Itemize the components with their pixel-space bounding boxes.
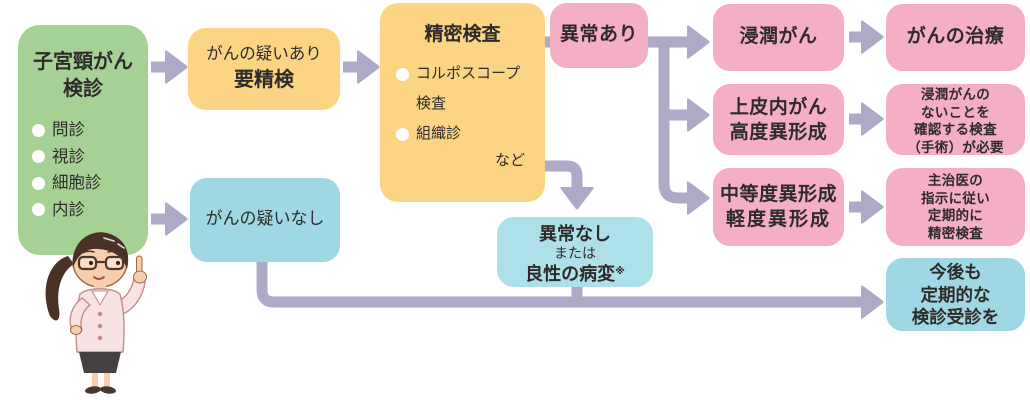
eye	[88, 260, 94, 266]
eyebrows	[81, 250, 121, 254]
box-abnormal: 異常あり	[550, 3, 648, 68]
box-regular-checkup: 今後も 定期的な 検診受診を	[886, 258, 1025, 331]
cin-mid-line2: 軽度異形成	[725, 209, 831, 230]
leg	[92, 373, 98, 388]
followup-exam-line: 定期的に	[927, 208, 984, 223]
detailed-exam-etc-label: など	[494, 152, 525, 169]
followup-exam-line: 精密検査	[927, 225, 984, 241]
box-surgery-check: 浸潤がんの ないことを 確認する検査 （手術）が必要	[886, 84, 1025, 155]
shoe	[100, 386, 116, 394]
arrow-detailed-exam-to-no-abnormality	[545, 160, 577, 188]
surgery-check-line: （手術）が必要	[907, 139, 1004, 155]
suspicion-yes-line2: 要精検	[234, 69, 294, 91]
hand	[133, 270, 147, 284]
surgery-check-line: ないことを	[921, 104, 990, 120]
followup-exam-line: 指示に従い	[921, 190, 990, 206]
list-item: 組織診	[396, 119, 535, 149]
screening-item-label: 視診	[52, 147, 85, 166]
skirt	[79, 352, 121, 373]
screening-title: 子宮頸がん 検診	[18, 49, 148, 103]
leg	[104, 373, 110, 388]
hair-shine	[103, 237, 125, 249]
list-item: 内診	[32, 197, 148, 224]
bullet-icon	[32, 203, 45, 217]
regular-checkup-line: 定期的な	[920, 284, 991, 305]
box-cin-high: 上皮内がん 高度異形成	[713, 84, 844, 155]
suspicion-yes-line1: がんの疑いあり	[206, 45, 322, 63]
suspicion-no-label: がんの疑いなし	[205, 209, 325, 228]
invasive-cancer-label: 浸潤がん	[739, 26, 818, 47]
cancer-treatment-label: がんの治療	[906, 26, 1005, 47]
button	[97, 323, 103, 329]
mouth	[93, 276, 105, 280]
no-abnormality-line1: 異常なし	[539, 224, 611, 244]
abnormal-label: 異常あり	[559, 24, 638, 45]
hand	[70, 325, 82, 335]
bullet-icon	[396, 67, 409, 81]
cin-mid-line1: 中等度異形成	[719, 184, 837, 205]
button	[97, 311, 103, 317]
arrow-to-regular-checkup	[256, 262, 862, 302]
cin-high-line1: 上皮内がん	[729, 97, 828, 118]
no-abnormality-line2: または	[554, 245, 596, 261]
bullet-icon	[32, 123, 45, 137]
box-no-abnormality: 異常なし または 良性の病変※	[497, 217, 653, 287]
shoe	[85, 386, 101, 394]
bullet-icon	[32, 176, 45, 190]
box-suspicion-yes: がんの疑いあり 要精検	[188, 28, 340, 110]
bullet-icon	[32, 150, 45, 164]
no-abnormality-line3: 良性の病変※	[497, 261, 653, 285]
no-abnormality-line3-text: 良性の病変	[525, 264, 616, 284]
followup-exam-line: 主治医の	[927, 173, 984, 188]
list-item: 細胞診	[32, 170, 148, 197]
detailed-exam-title: 精密検査	[424, 24, 501, 45]
screening-item-label: 問診	[52, 121, 85, 139]
button	[97, 335, 103, 341]
regular-checkup-line: 今後も	[929, 262, 982, 282]
list-item: コルポスコープ検査	[396, 59, 535, 119]
glasses-icon	[104, 255, 125, 271]
box-followup-exam: 主治医の 指示に従い 定期的に 精密検査	[886, 168, 1025, 246]
collar	[91, 290, 109, 306]
screening-item-label: 細胞診	[52, 174, 102, 192]
footnote-mark: ※	[615, 266, 625, 277]
list-item: 問診	[32, 117, 148, 144]
screening-item-list: 問診 視診 細胞診 内診	[32, 117, 148, 223]
glasses-icon	[77, 255, 98, 271]
box-screening: 子宮頸がん 検診 問診 視診 細胞診 内診	[18, 25, 148, 255]
box-detailed-exam: 精密検査 コルポスコープ検査 組織診 など	[380, 3, 545, 202]
surgery-check-line: 確認する検査	[914, 122, 997, 137]
list-item: 視診	[32, 144, 148, 171]
nurse-illustration	[45, 232, 147, 394]
box-invasive-cancer: 浸潤がん	[713, 4, 844, 71]
detailed-exam-item-label: コルポスコープ検査	[416, 65, 521, 112]
hair-ponytail	[45, 256, 74, 321]
box-suspicion-no: がんの疑いなし	[190, 178, 340, 262]
detailed-exam-item-label: 組織診	[416, 125, 462, 142]
surgery-check-line: 浸潤がんの	[921, 87, 990, 102]
cin-high-line2: 高度異形成	[729, 122, 828, 143]
screening-title-line1: 子宮頸がん	[33, 51, 133, 73]
screening-item-label: 内診	[52, 200, 85, 219]
box-cancer-treatment: がんの治療	[886, 4, 1025, 71]
bullet-icon	[396, 127, 409, 141]
arrow-branch-to-cin-mid	[658, 42, 688, 198]
screening-title-line2: 検診	[63, 78, 103, 100]
detailed-exam-item-list: コルポスコープ検査 組織診	[396, 59, 535, 149]
box-cin-mid: 中等度異形成 軽度異形成	[713, 168, 844, 246]
eye	[115, 260, 121, 266]
regular-checkup-line: 検診受診を	[911, 307, 1000, 327]
